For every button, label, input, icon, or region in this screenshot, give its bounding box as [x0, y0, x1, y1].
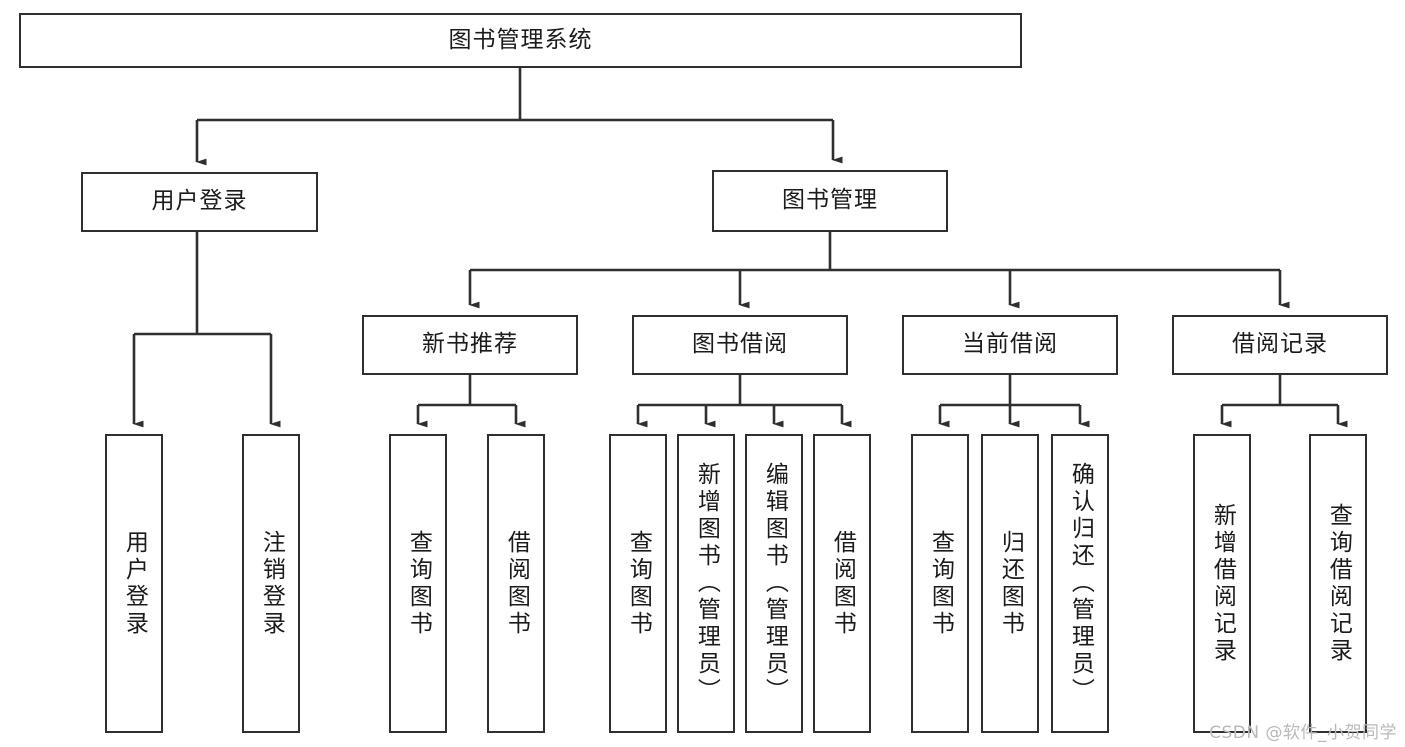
node-leaf-query-book-borrow[interactable]: 查询图书 — [609, 434, 667, 733]
node-label: 图书管理系统 — [448, 26, 593, 53]
node-label: 当前借阅 — [962, 331, 1058, 358]
node-leaf-logout[interactable]: 注销登录 — [242, 434, 300, 733]
node-book-management[interactable]: 图书管理 — [712, 170, 948, 232]
node-label: 查询图书 — [405, 529, 432, 638]
node-label: 新书推荐 — [422, 331, 518, 358]
node-leaf-query-book-recommend[interactable]: 查询图书 — [389, 434, 447, 733]
node-label: 查询图书 — [625, 529, 652, 638]
node-label: 图书管理 — [782, 187, 878, 214]
node-leaf-query-borrow-record[interactable]: 查询借阅记录 — [1309, 434, 1367, 733]
node-label: 查询图书 — [927, 529, 954, 638]
node-leaf-confirm-return-admin[interactable]: 确认归还（管理员） — [1051, 434, 1109, 733]
node-label: 注销登录 — [258, 529, 285, 638]
node-label: 确认归还（管理员） — [1067, 462, 1094, 705]
node-leaf-return-book[interactable]: 归还图书 — [981, 434, 1039, 733]
csdn-watermark: CSDN @软件_小贺同学 — [1209, 723, 1397, 743]
node-label: 借阅图书 — [503, 529, 530, 638]
node-leaf-user-login[interactable]: 用户登录 — [105, 434, 163, 733]
node-leaf-add-borrow-record[interactable]: 新增借阅记录 — [1193, 434, 1251, 733]
node-label: 用户登录 — [151, 188, 248, 215]
node-label: 借阅记录 — [1232, 331, 1328, 358]
node-label: 编辑图书（管理员） — [761, 462, 788, 705]
node-leaf-query-book-current[interactable]: 查询图书 — [911, 434, 969, 733]
node-label: 归还图书 — [997, 529, 1024, 638]
node-borrow-record[interactable]: 借阅记录 — [1172, 315, 1388, 375]
node-leaf-add-book-admin[interactable]: 新增图书（管理员） — [677, 434, 735, 733]
node-label: 查询借阅记录 — [1325, 502, 1352, 665]
node-user-login[interactable]: 用户登录 — [81, 172, 318, 232]
node-book-borrow[interactable]: 图书借阅 — [632, 315, 848, 375]
node-label: 新增图书（管理员） — [693, 462, 720, 705]
node-label: 图书借阅 — [692, 331, 788, 358]
node-label: 借阅图书 — [829, 529, 856, 638]
node-leaf-borrow-book-recommend[interactable]: 借阅图书 — [487, 434, 545, 733]
node-current-borrow[interactable]: 当前借阅 — [902, 315, 1118, 375]
node-leaf-borrow-book[interactable]: 借阅图书 — [813, 434, 871, 733]
node-new-book-recommend[interactable]: 新书推荐 — [362, 315, 578, 375]
node-label: 用户登录 — [121, 529, 148, 638]
node-label: 新增借阅记录 — [1209, 502, 1236, 665]
node-root-book-management-system[interactable]: 图书管理系统 — [19, 13, 1022, 68]
node-leaf-edit-book-admin[interactable]: 编辑图书（管理员） — [745, 434, 803, 733]
